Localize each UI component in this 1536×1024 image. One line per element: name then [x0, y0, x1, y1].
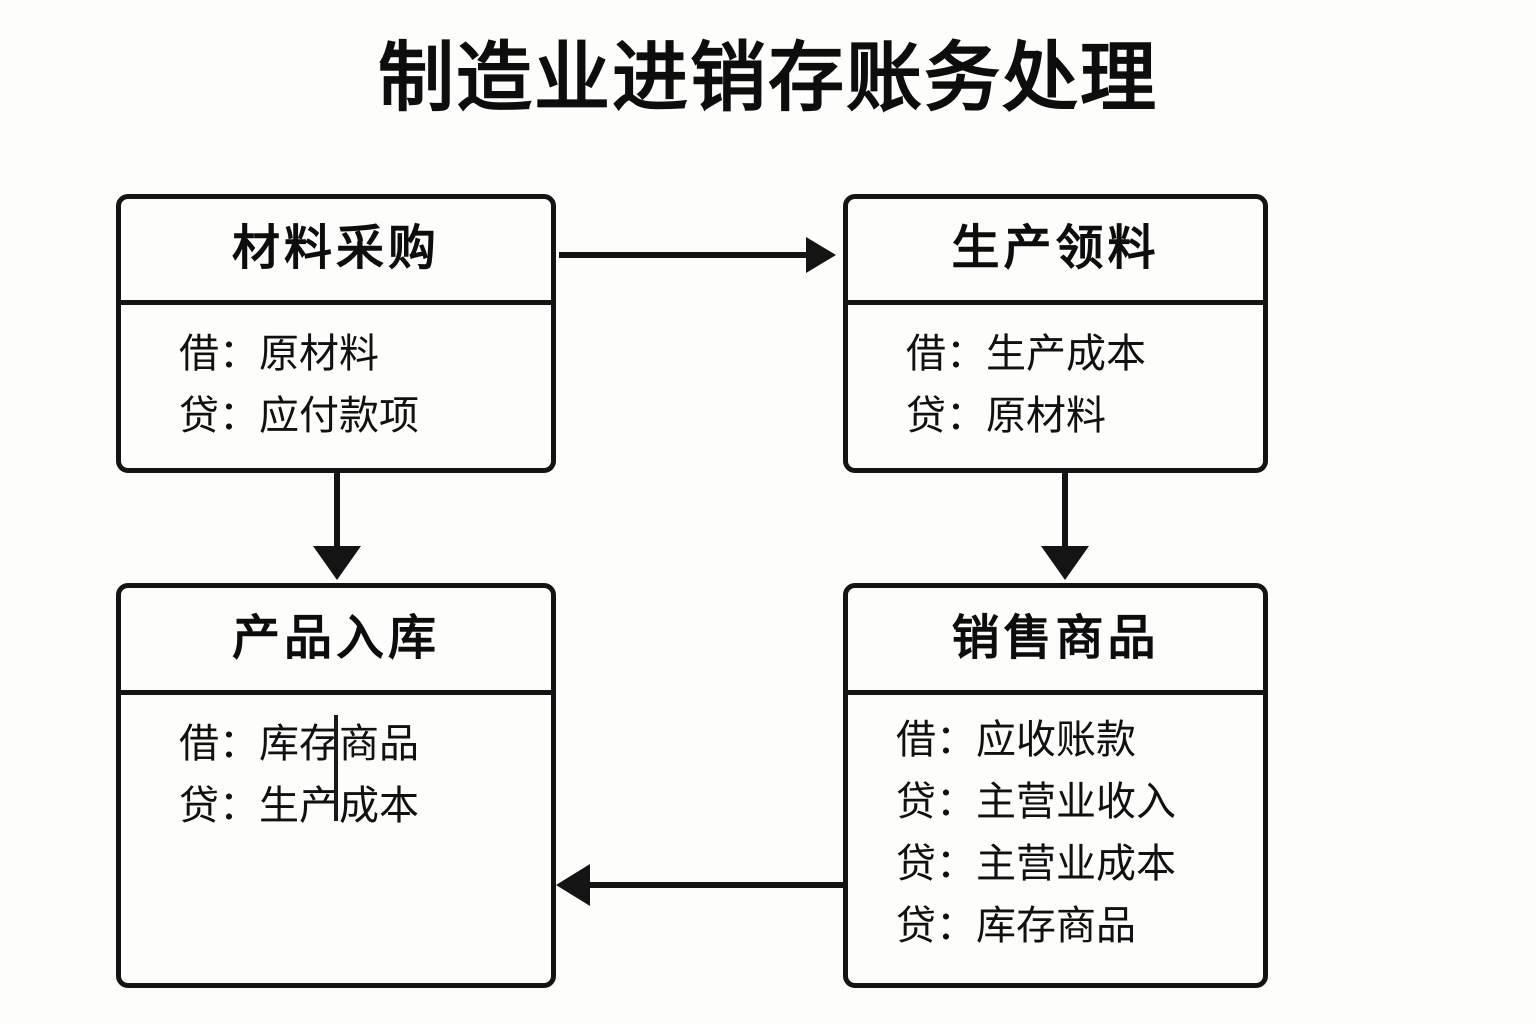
connector-sales-to-finished-line — [588, 882, 846, 888]
node-issue[interactable]: 生产领料 借：生产成本 贷：原材料 — [843, 194, 1268, 473]
node-purchase-entry-1: 贷：应付款项 — [179, 394, 419, 438]
node-purchase-title: 材料采购 — [121, 199, 551, 305]
node-finished-goods-entry-1: 贷：生产成本 — [179, 784, 419, 828]
connector-sales-to-finished-arrowhead — [556, 864, 590, 906]
node-issue-entry-0: 借：生产成本 — [906, 332, 1146, 376]
node-sales-entry-1: 贷：主营业收入 — [896, 780, 1176, 824]
page-title: 制造业进销存账务处理 — [378, 36, 1158, 121]
node-sales[interactable]: 销售商品 借：应收账款 贷：主营业收入 贷：主营业成本 贷：库存商品 — [843, 583, 1268, 988]
node-issue-entry-1: 贷：原材料 — [906, 394, 1106, 438]
connector-purchase-to-finished-arrowhead — [313, 546, 361, 580]
node-purchase[interactable]: 材料采购 借：原材料 贷：应付款项 — [116, 194, 556, 473]
node-purchase-body: 借：原材料 贷：应付款项 — [121, 305, 551, 447]
connector-purchase-to-issue-line — [559, 252, 809, 258]
node-sales-entry-2: 贷：主营业成本 — [896, 842, 1176, 886]
connector-purchase-to-issue-arrowhead — [806, 237, 836, 273]
node-sales-body: 借：应收账款 贷：主营业收入 贷：主营业成本 贷：库存商品 — [848, 695, 1263, 957]
connector-purchase-to-finished-line — [334, 473, 340, 549]
connector-issue-to-sales-line — [1062, 473, 1068, 549]
node-sales-entry-0: 借：应收账款 — [896, 718, 1136, 762]
node-purchase-entry-0: 借：原材料 — [179, 332, 379, 376]
node-issue-title: 生产领料 — [848, 199, 1263, 305]
connector-issue-to-sales-arrowhead — [1041, 546, 1089, 580]
node-sales-title: 销售商品 — [848, 588, 1263, 695]
node-finished-goods-entry-0: 借：库存商品 — [179, 722, 419, 766]
node-finished-goods-title: 产品入库 — [121, 588, 551, 695]
node-finished-goods[interactable]: 产品入库 借：库存商品 贷：生产成本 — [116, 583, 556, 988]
node-finished-goods-body: 借：库存商品 贷：生产成本 — [121, 695, 551, 837]
node-sales-entry-3: 贷：库存商品 — [896, 904, 1136, 948]
vertical-stub-mark — [334, 715, 338, 821]
node-issue-body: 借：生产成本 贷：原材料 — [848, 305, 1263, 447]
